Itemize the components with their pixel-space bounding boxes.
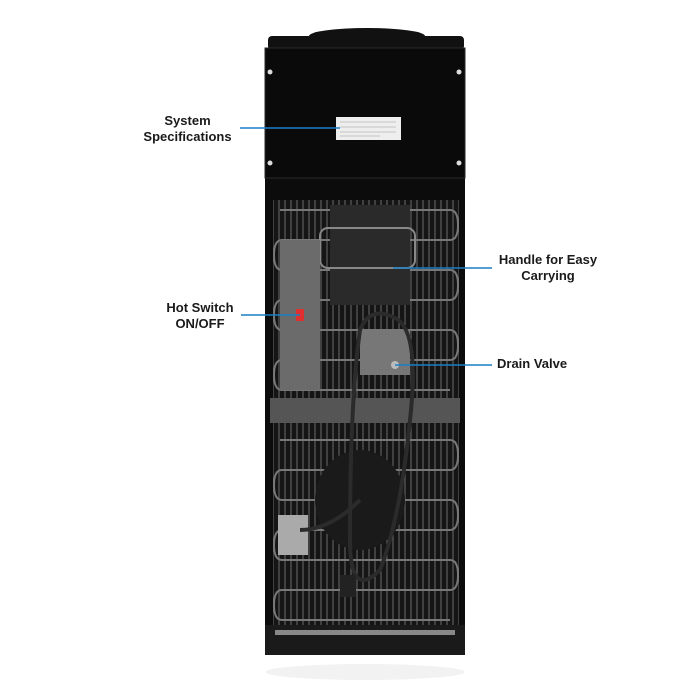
callout-text: Handle for Easy xyxy=(498,252,598,267)
callout-text: ON/OFF xyxy=(175,316,225,331)
base xyxy=(265,625,465,655)
callout-text: Hot Switch xyxy=(166,300,234,315)
callout-lines xyxy=(240,127,492,366)
spec-sticker xyxy=(336,117,401,140)
top-cover xyxy=(268,36,464,50)
callout-hot-switch: Hot Switch ON/OFF xyxy=(155,300,245,332)
upper-panel xyxy=(264,47,466,179)
callout-text: Drain Valve xyxy=(497,356,568,371)
shelf-bracket xyxy=(270,398,460,423)
callout-text: Carrying xyxy=(521,268,575,283)
drain-valve-block xyxy=(360,330,410,375)
callout-system-specifications: System Specifications xyxy=(130,113,245,145)
callout-text: Specifications xyxy=(143,129,232,144)
relay-box xyxy=(278,515,308,555)
power-cord xyxy=(299,311,415,582)
callout-handle: Handle for Easy Carrying xyxy=(492,252,604,284)
plug xyxy=(340,575,356,597)
cold-tank xyxy=(330,205,410,305)
callout-drain-valve: Drain Valve xyxy=(497,356,567,372)
callout-text: System xyxy=(164,113,211,128)
